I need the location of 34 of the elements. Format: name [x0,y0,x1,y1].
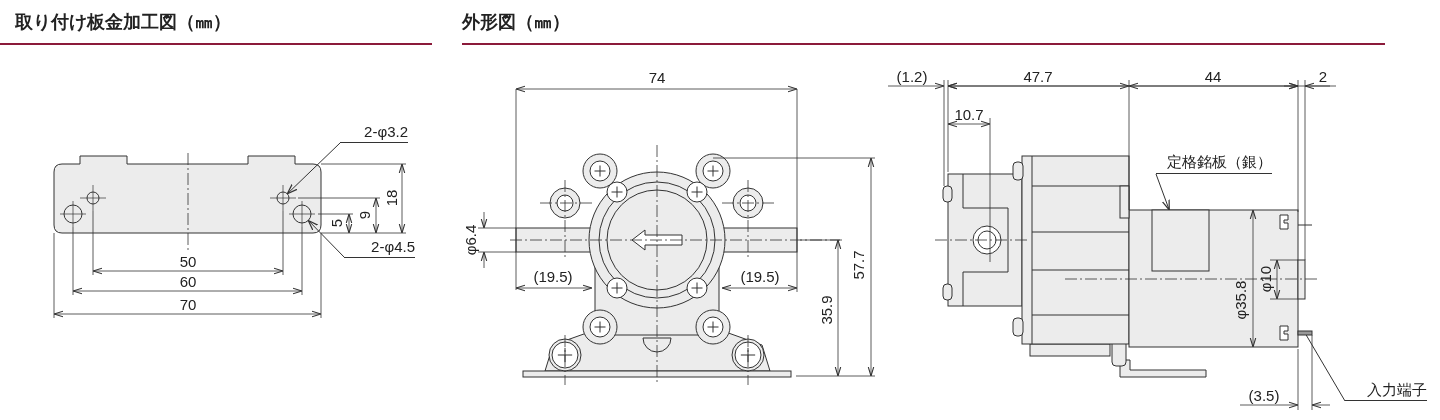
leader-line [307,219,346,259]
dimension-value: φ35.8 [1232,280,1248,320]
mounting-hole [276,191,290,205]
mounting-hole [292,204,312,224]
dimension-value: 10.7 [954,106,984,122]
dimension-value: (1.2) [896,68,928,84]
section-heading: 取り付け板金加工図（㎜） [15,13,231,31]
callout-label: 2-φ3.2 [340,122,408,143]
dimension-value: 47.7 [1023,68,1053,84]
dimension-value: 2 [1318,68,1328,84]
dimension-value: 74 [648,69,666,85]
section-heading: 外形図（㎜） [462,13,570,31]
dimension-value: 5 [328,218,344,228]
leader-line [286,142,341,195]
dimension-value: 60 [179,273,197,289]
leader-line [1155,173,1170,211]
dimension-value: (3.5) [1248,387,1280,403]
dimension-value: (19.5) [740,268,780,284]
callout-label: 2-φ4.5 [345,237,415,258]
dimension-value: 57.7 [850,250,866,280]
dimension-value: 70 [179,296,197,312]
dimension-value: φ10 [1257,265,1273,293]
dimension-value: 18 [383,189,399,207]
callout-label: 定格銘板（銀） [1156,152,1272,174]
nameplate [1151,209,1210,272]
dimension-value: 9 [356,210,372,220]
dimension-value: 50 [179,253,197,269]
leader-line [1305,334,1346,402]
terminal-pin [1297,330,1313,336]
dimension-value: (19.5) [533,268,573,284]
dimension-value: φ6.4 [462,224,478,256]
dimension-value: 35.9 [818,295,834,325]
callout-label: 入力端子 [1345,380,1427,401]
dimension-value: 44 [1204,68,1222,84]
